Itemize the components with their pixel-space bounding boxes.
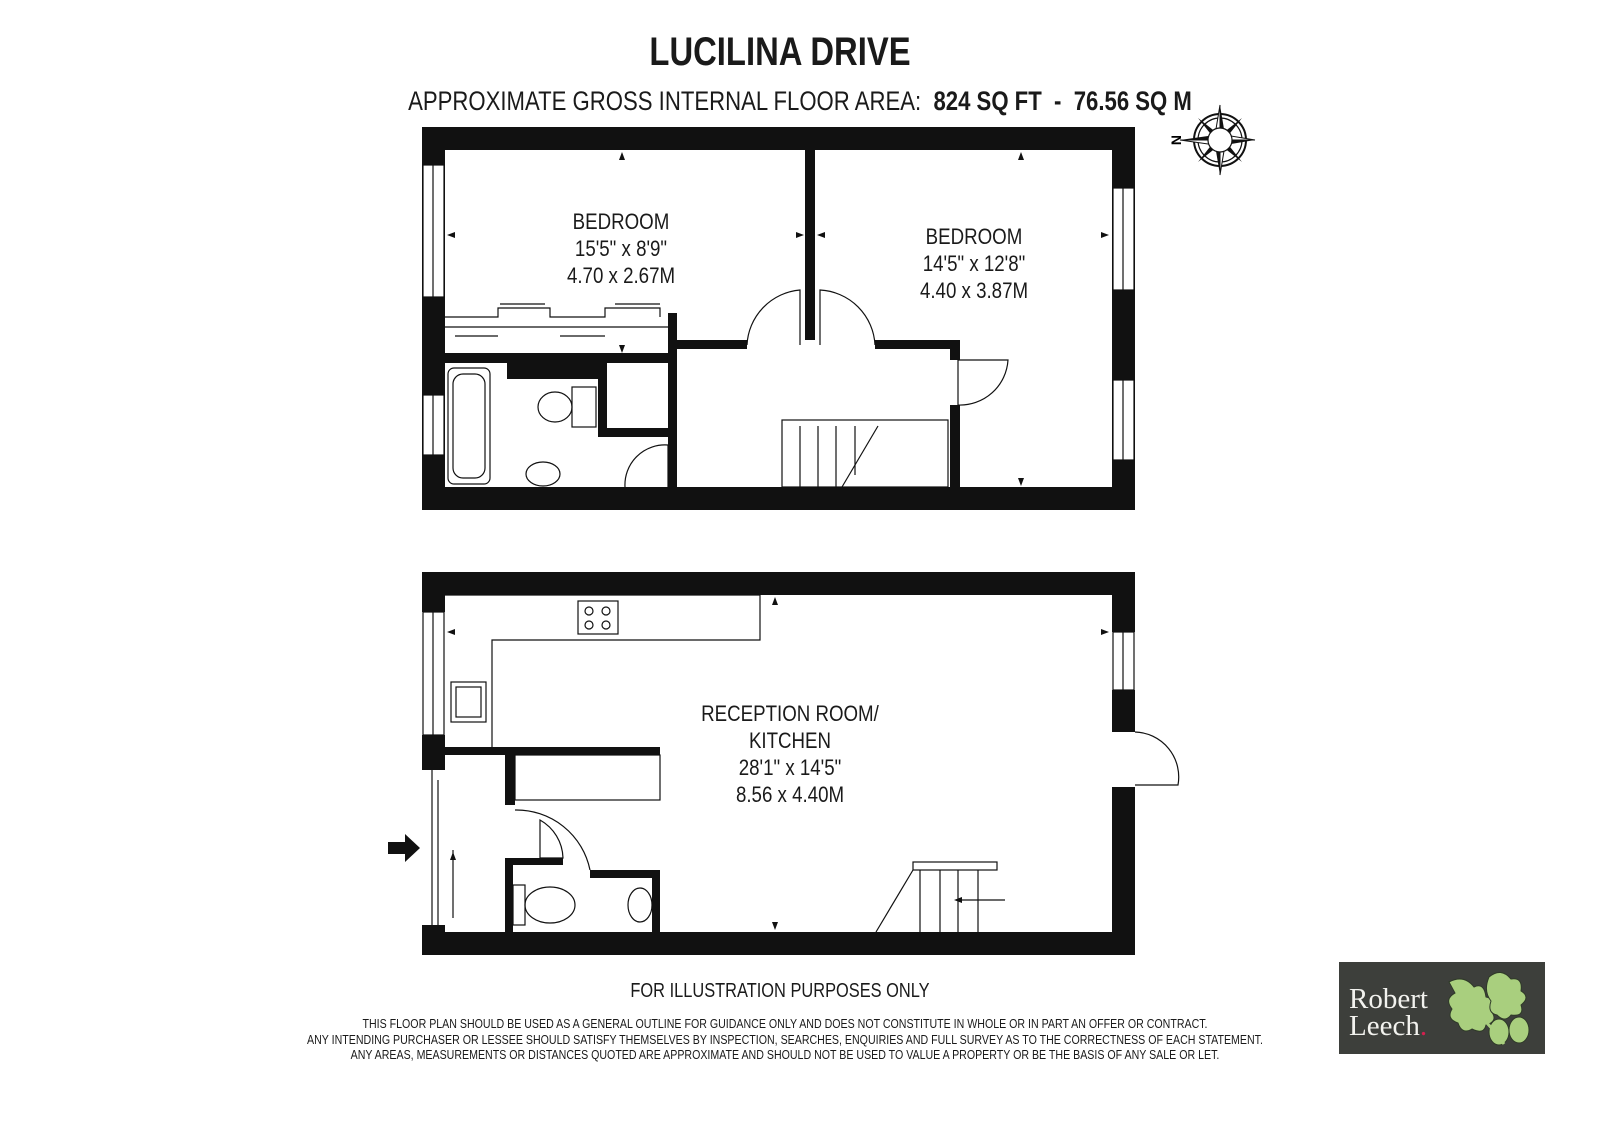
upper-floor-walls <box>422 127 1135 510</box>
logo-dot: . <box>1419 1010 1428 1042</box>
lower-windows <box>422 611 1135 925</box>
disclaimer-line: THIS FLOOR PLAN SHOULD BE USED AS A GENE… <box>362 1017 1208 1031</box>
room-label-reception-kitchen: RECEPTION ROOM/ KITCHEN 28'1" x 14'5" 8.… <box>680 700 901 808</box>
lower-floor-walls <box>422 572 1135 955</box>
disclaimer-line: ANY AREAS, MEASUREMENTS OR DISTANCES QUO… <box>350 1048 1220 1062</box>
area-sqft: 824 SQ FT <box>933 86 1042 116</box>
illustration-note: FOR ILLUSTRATION PURPOSES ONLY <box>630 980 930 1002</box>
page-title: LUCILINA DRIVE <box>649 30 911 74</box>
entrance-arrow-icon <box>388 834 420 862</box>
room-metric: 4.70 x 2.67M <box>566 263 676 288</box>
room-imperial: 15'5" x 8'9" <box>574 236 668 261</box>
room-name: RECEPTION ROOM/ <box>701 701 879 726</box>
compass-icon <box>1179 104 1256 176</box>
area-label: APPROXIMATE GROSS INTERNAL FLOOR AREA: <box>408 86 922 116</box>
disclaimer-line: ANY INTENDING PURCHASER OR LESSEE SHOULD… <box>307 1033 1263 1047</box>
upper-fixtures <box>445 289 1009 488</box>
room-metric: 8.56 x 4.40M <box>735 782 845 807</box>
logo-line2: Leech <box>1349 1010 1420 1042</box>
room-name: BEDROOM <box>925 224 1023 249</box>
room-imperial: 28'1" x 14'5" <box>738 755 842 780</box>
room-label-bedroom-1: BEDROOM 15'5" x 8'9" 4.70 x 2.67M <box>536 208 706 289</box>
dimension-markers <box>447 152 1109 930</box>
room-name-2: KITCHEN <box>748 728 832 753</box>
area-sqm: 76.56 SQ M <box>1073 86 1192 116</box>
lower-fixtures <box>445 594 1180 933</box>
room-imperial: 14'5" x 12'8" <box>922 251 1026 276</box>
floor-area: APPROXIMATE GROSS INTERNAL FLOOR AREA: 8… <box>390 86 1210 117</box>
logo-line1: Robert <box>1349 983 1428 1015</box>
room-metric: 4.40 x 3.87M <box>919 278 1029 303</box>
room-name: BEDROOM <box>572 209 670 234</box>
oak-leaf-icon <box>1448 972 1530 1046</box>
room-label-bedroom-2: BEDROOM 14'5" x 12'8" 4.40 x 3.87M <box>889 223 1059 304</box>
area-sep: - <box>1054 86 1062 116</box>
compass-letter: N <box>1168 135 1184 145</box>
upper-windows <box>422 164 1135 461</box>
